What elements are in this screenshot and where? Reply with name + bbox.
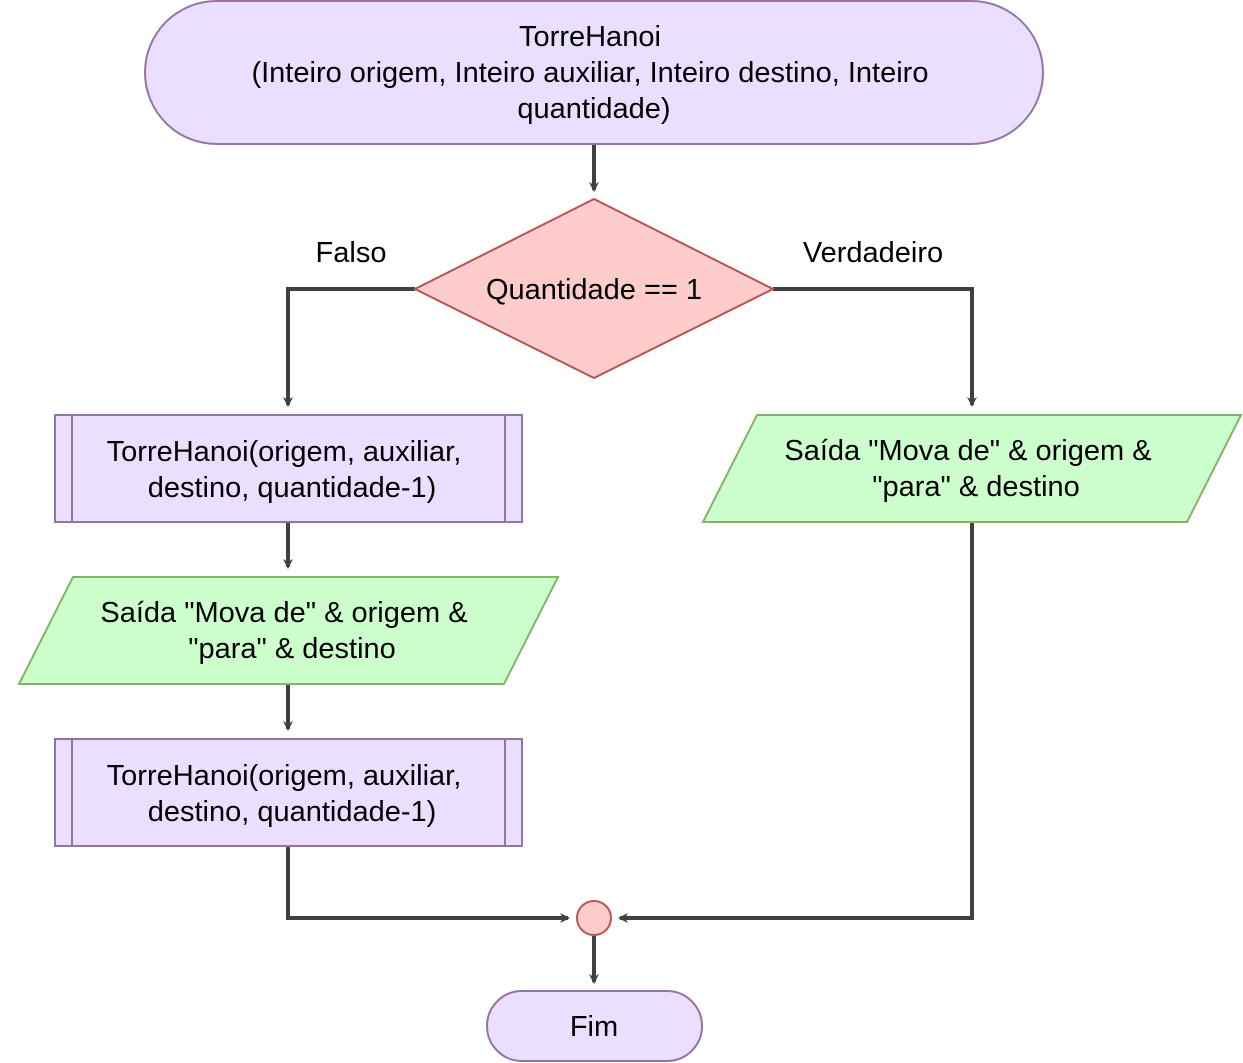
subprocess-2: TorreHanoi(origem, auxiliar, destino, qu… <box>54 738 523 847</box>
start-terminator: TorreHanoi (Inteiro origem, Inteiro auxi… <box>144 0 1044 145</box>
start-terminator-shape <box>144 0 1044 145</box>
start-terminator-text: TorreHanoi (Inteiro origem, Inteiro auxi… <box>251 21 936 125</box>
subprocess-1-shape <box>54 414 523 523</box>
end-terminator-shape <box>486 990 703 1062</box>
start-title: TorreHanoi <box>519 21 661 53</box>
subprocess-2-text: TorreHanoi(origem, auxiliar, destino, qu… <box>107 760 470 828</box>
edge-decision-false-to-subprocess-1 <box>283 287 415 407</box>
subprocess-1-line-2: destino, quantidade-1) <box>148 472 437 504</box>
output-left-line-2: "para" & destino <box>188 633 396 665</box>
edge-subprocess-2-to-connector <box>286 847 570 923</box>
end-terminator: Fim <box>486 990 703 1062</box>
false-branch-label: Falso <box>316 237 387 269</box>
output-left-line-1: Saída "Mova de" & origem & <box>100 597 467 629</box>
output-right-line-2: "para" & destino <box>872 471 1080 503</box>
decision-diamond <box>412 197 776 380</box>
decision-condition-text: Quantidade == 1 <box>486 274 702 306</box>
output-right-line-1: Saída "Mova de" & origem & <box>784 435 1151 467</box>
output-right-parallelogram <box>701 414 1243 523</box>
output-right: Saída "Mova de" & origem & "para" & dest… <box>701 414 1243 523</box>
subprocess-2-line-1: TorreHanoi(origem, auxiliar, <box>107 760 462 792</box>
start-params-cont: quantidade) <box>517 93 670 125</box>
subprocess-1-text: TorreHanoi(origem, auxiliar, destino, qu… <box>107 436 470 504</box>
output-right-text: Saída "Mova de" & origem & "para" & dest… <box>784 435 1159 503</box>
edge-output-right-to-connector <box>618 522 974 923</box>
subprocess-2-shape <box>54 738 523 847</box>
decision-node: Quantidade == 1 <box>412 197 776 380</box>
subprocess-1: TorreHanoi(origem, auxiliar, destino, qu… <box>54 414 523 523</box>
output-left-text: Saída "Mova de" & origem & "para" & dest… <box>100 597 475 665</box>
merge-connector <box>576 900 612 936</box>
output-left-parallelogram <box>17 576 560 685</box>
true-branch-label: Verdadeiro <box>803 237 943 269</box>
end-terminator-text: Fim <box>570 1011 618 1043</box>
start-params: (Inteiro origem, Inteiro auxiliar, Intei… <box>251 57 928 89</box>
edges <box>283 145 977 984</box>
subprocess-2-line-2: destino, quantidade-1) <box>148 796 437 828</box>
subprocess-1-line-1: TorreHanoi(origem, auxiliar, <box>107 436 462 468</box>
edge-decision-true-to-output-right <box>773 287 977 407</box>
output-left: Saída "Mova de" & origem & "para" & dest… <box>17 576 560 685</box>
